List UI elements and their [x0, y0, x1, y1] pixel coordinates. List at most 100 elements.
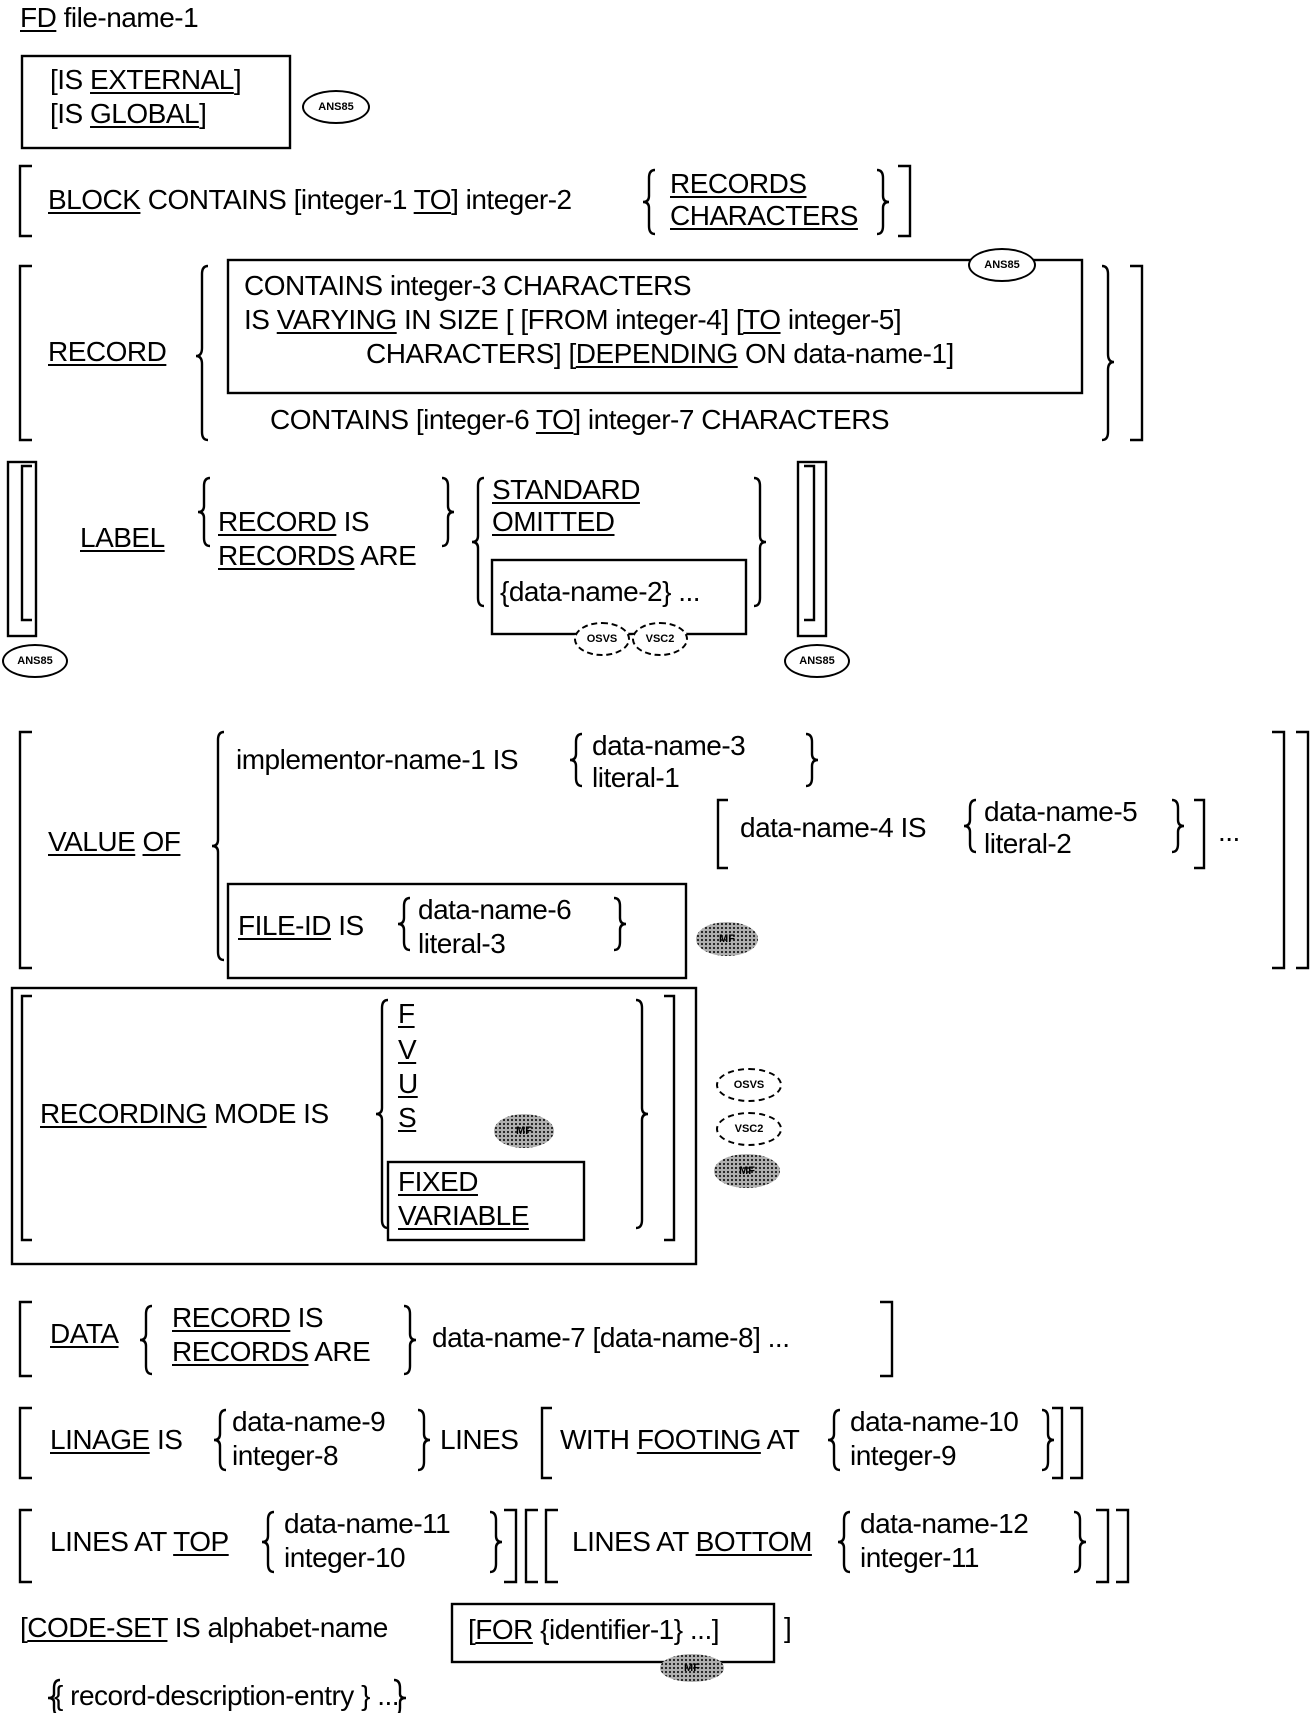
top-open-bracket: [18, 1508, 32, 1584]
depending-end: ON data-name-1]: [737, 338, 954, 369]
varying-to: TO: [743, 304, 781, 335]
linage-close-brace: [417, 1408, 431, 1472]
label-right-bracket: [804, 464, 816, 622]
varying-end: integer-5]: [780, 304, 902, 335]
external-open: [IS: [50, 64, 91, 95]
fd-line: FD file-name-1: [20, 2, 199, 34]
is-external-clause: [IS EXTERNAL]: [50, 64, 242, 96]
label-record-close-brace: [441, 476, 455, 548]
external-global-box: [20, 54, 292, 150]
label-are: ARE: [354, 540, 417, 571]
mf-badge: MF: [660, 1654, 724, 1682]
block-characters: CHARACTERS: [670, 200, 858, 231]
value-of-line: VALUE OF: [48, 826, 181, 858]
block-close-bracket: [898, 164, 912, 238]
block-contains-clause: BLOCK CONTAINS [integer-1 TO] integer-2: [48, 184, 572, 216]
value-close-bracket-b: [1296, 730, 1310, 970]
block-keyword: BLOCK: [48, 184, 141, 215]
with-word: WITH: [560, 1424, 637, 1455]
global-close: ]: [199, 98, 207, 129]
contains6-pre: CONTAINS [integer-6: [270, 404, 536, 435]
variable-keyword: VARIABLE: [398, 1200, 529, 1231]
mode-fixed: FIXED: [398, 1166, 478, 1198]
standard-keyword: STANDARD: [492, 474, 640, 505]
bottom-keyword: BOTTOM: [695, 1526, 813, 1557]
mf-badge: MF: [714, 1154, 780, 1188]
codeset-for-box: [450, 1602, 776, 1664]
impl-data-name-3: data-name-3: [592, 730, 746, 761]
linage-integer-8: integer-8: [232, 1440, 339, 1471]
block-characters-option: CHARACTERS: [670, 200, 858, 232]
lines-at-bottom-clause: LINES AT BOTTOM: [572, 1526, 812, 1558]
linage-open-brace: [213, 1408, 227, 1472]
external-keyword: EXTERNAL: [90, 64, 234, 95]
mode-u-kw: U: [398, 1068, 418, 1099]
implementor-clause: implementor-name-1 IS: [236, 744, 519, 775]
recording-close-brace: [635, 998, 649, 1230]
top-integer-10: integer-10: [284, 1542, 406, 1573]
record-close-brace: [1101, 264, 1115, 442]
footing-close-bracket: [1052, 1406, 1064, 1480]
recording-box: [10, 986, 698, 1266]
block-open-brace: [642, 168, 656, 236]
data-close-bracket: [880, 1300, 894, 1378]
fixed-keyword: FIXED: [398, 1166, 478, 1197]
mode-variable: VARIABLE: [398, 1200, 529, 1232]
data-open-brace: [139, 1304, 153, 1376]
top-pre: LINES AT: [50, 1526, 174, 1557]
fileid-data-name-6: data-name-6: [418, 894, 572, 925]
linage-keyword: LINAGE: [50, 1424, 150, 1455]
block-close-brace: [876, 168, 890, 236]
bottom-close-bracket-b: [1116, 1508, 1130, 1584]
data-name-4-clause: data-name-4 IS: [740, 812, 927, 843]
footing-open-brace: [827, 1408, 841, 1472]
bottom-pre: LINES AT: [572, 1526, 696, 1557]
label-left-box: [6, 460, 38, 638]
dn5-open-brace: [963, 798, 977, 854]
record-close-bracket-outer: [1130, 264, 1144, 442]
depending-keyword: DEPENDING: [575, 338, 738, 369]
bottom-data-name-12: data-name-12: [860, 1508, 1029, 1539]
data-name-7-clause: data-name-7 [data-name-8] ...: [432, 1322, 790, 1353]
label-record-is: RECORD IS: [218, 506, 370, 538]
data-keyword-line: DATA: [50, 1318, 119, 1350]
data-close-brace: [403, 1304, 417, 1376]
of-keyword: OF: [142, 826, 181, 857]
record-contains-to-line: CONTAINS [integer-6 TO] integer-7 CHARAC…: [270, 404, 890, 436]
for-rest: {identifier-1} ...]: [532, 1614, 719, 1645]
label-records-are: RECORDS ARE: [218, 540, 417, 572]
dn5-close-brace: [1171, 798, 1185, 854]
top-open-brace: [261, 1510, 275, 1574]
footing-integer-9: integer-9: [850, 1440, 957, 1471]
label-right-box: [796, 460, 828, 638]
for-keyword: FOR: [475, 1614, 533, 1645]
footing-close-brace: [1041, 1408, 1055, 1472]
codeset-keyword: CODE-SET: [27, 1612, 168, 1643]
top-close-brace: [489, 1510, 503, 1574]
fileid-literal-3: literal-3: [418, 928, 506, 959]
ans85-badge: ANS85: [968, 248, 1036, 282]
footing-clause: WITH FOOTING AT: [560, 1424, 800, 1456]
entry-open-brace: [47, 1678, 61, 1713]
recording-rest: MODE IS: [206, 1098, 329, 1129]
label-keyword-line: LABEL: [80, 522, 165, 554]
dn4-data-name-5: data-name-5: [984, 796, 1138, 827]
mode-s: S: [398, 1102, 417, 1134]
block-rest: ] integer-2: [451, 184, 572, 215]
varying-keyword: VARYING: [276, 304, 397, 335]
linage-open-bracket: [18, 1406, 32, 1480]
dn4-literal-2: literal-2: [984, 828, 1072, 859]
data-record-kw: RECORD: [172, 1302, 291, 1333]
bottom-integer-11: integer-11: [860, 1542, 980, 1573]
ans85-badge: ANS85: [2, 644, 68, 678]
file-id-keyword: FILE-ID: [238, 910, 331, 941]
recording-open-bracket: [20, 994, 32, 1242]
label-standard: STANDARD: [492, 474, 640, 506]
contains6-end: ] integer-7 CHARACTERS: [573, 404, 890, 435]
record-open-bracket: [18, 264, 32, 442]
bottom-close-bracket-a: [1096, 1508, 1110, 1584]
footing-at: AT: [760, 1424, 800, 1455]
record-keyword: RECORD: [48, 336, 167, 367]
record-open-brace: [195, 264, 209, 442]
